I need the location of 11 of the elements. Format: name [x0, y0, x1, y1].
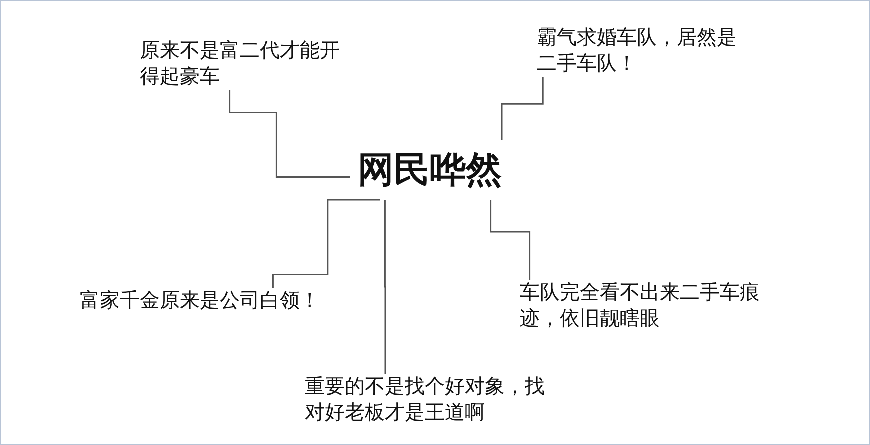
comment-text: 霸气求婚车队，居然是二手车队！	[537, 25, 741, 77]
central-topic: 网民哗然	[350, 140, 510, 200]
connector-line	[490, 200, 531, 280]
comment-text: 富家千金原来是公司白领！	[80, 288, 360, 314]
connector-line	[272, 199, 380, 288]
comment-text: 原来不是富二代才能开得起豪车	[140, 38, 344, 90]
comment-text: 车队完全看不出来二手车痕迹，依旧靓瞎眼	[520, 280, 764, 332]
connector-line	[229, 90, 350, 178]
comment-text: 重要的不是找个好对象，找对好老板才是王道啊	[305, 374, 549, 426]
connector-line	[384, 200, 386, 374]
connector-line	[501, 77, 544, 140]
